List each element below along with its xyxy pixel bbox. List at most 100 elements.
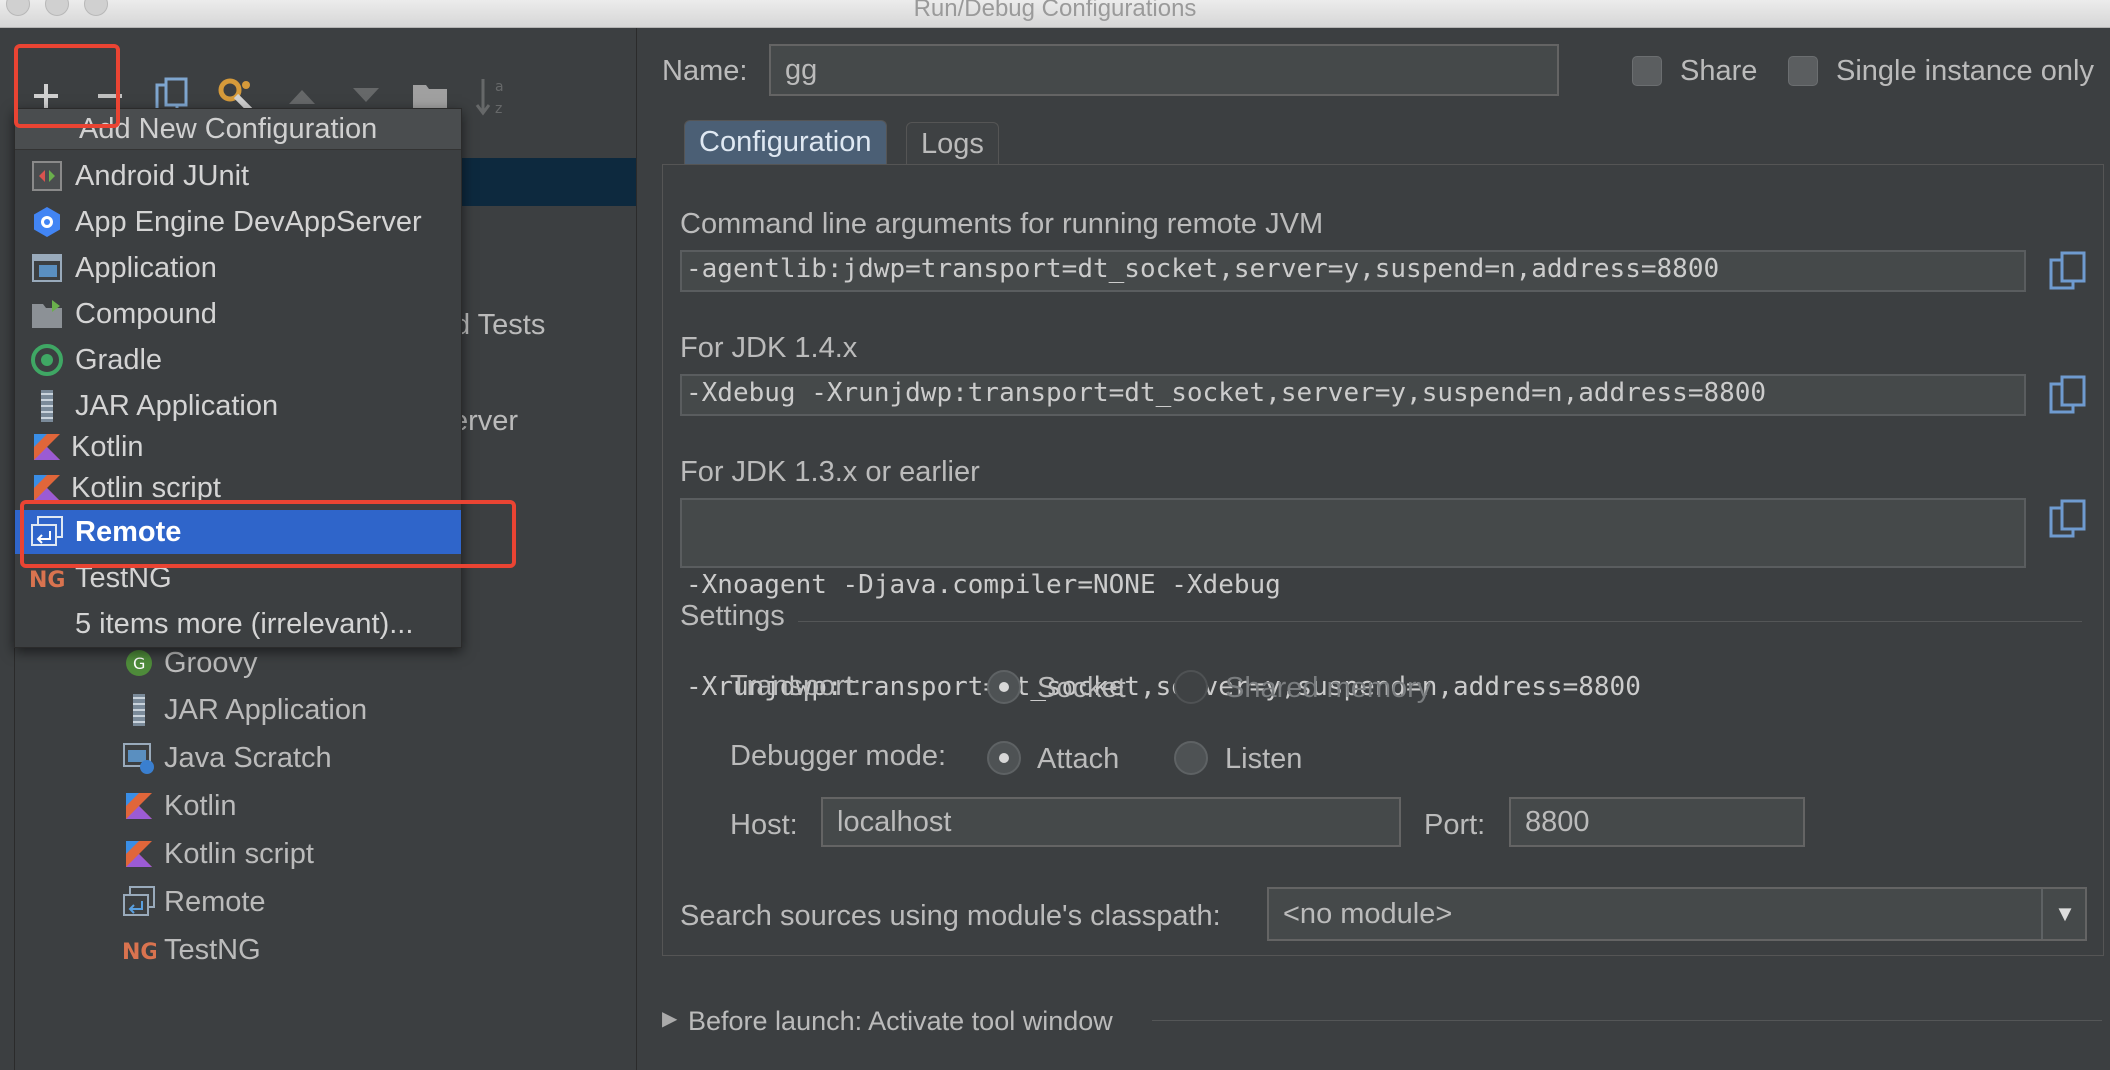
groovy-icon: G xyxy=(122,646,156,680)
transport-socket-label: Socket xyxy=(1037,672,1126,704)
arrow-up-icon xyxy=(289,90,315,104)
copy-icon xyxy=(2049,375,2086,414)
debugger-mode-listen-label: Listen xyxy=(1225,743,1303,775)
port-label: Port: xyxy=(1424,809,1486,841)
transport-label: Transport: xyxy=(730,670,862,702)
menu-item-jar-application[interactable]: JAR Application xyxy=(15,384,461,428)
tab-configuration[interactable]: Configuration xyxy=(684,120,887,164)
tree-partial-label: d Tests xyxy=(454,309,546,341)
single-instance-checkbox[interactable] xyxy=(1788,56,1818,86)
application-icon xyxy=(29,250,65,286)
before-launch-label[interactable]: Before launch: Activate tool window xyxy=(688,1006,1113,1036)
host-label: Host: xyxy=(730,809,798,841)
arrow-down-icon xyxy=(353,88,379,102)
tree-item-label: Java Scratch xyxy=(164,741,332,774)
cmd-args-field[interactable]: -agentlib:jdwp=transport=dt_socket,serve… xyxy=(680,250,2026,292)
triangle-down-icon[interactable]: ▼ xyxy=(2041,889,2087,939)
jdk14-field[interactable]: -Xdebug -Xrunjdwp:transport=dt_socket,se… xyxy=(680,374,2026,416)
move-down-button[interactable] xyxy=(344,74,388,118)
add-configuration-button[interactable] xyxy=(24,74,68,118)
menu-item-label: Android JUnit xyxy=(75,159,250,192)
jdk13-line-2: -Xrunjdwp:transport=dt_socket,server=y,s… xyxy=(686,672,1641,702)
settings-separator xyxy=(798,621,2082,622)
jdk13-line-1: -Xnoagent -Djava.compiler=NONE -Xdebug xyxy=(686,570,1281,600)
folder-icon xyxy=(413,85,447,110)
copy-icon xyxy=(2049,251,2086,290)
menu-item-application[interactable]: Application xyxy=(15,246,461,290)
plus-icon xyxy=(34,84,58,108)
tree-item-label: Remote xyxy=(164,885,266,918)
add-new-configuration-popup: Add New Configuration Android JUnit App … xyxy=(14,108,462,648)
jar-icon xyxy=(29,388,65,424)
spacer xyxy=(29,606,65,642)
copy-jdk13-button[interactable] xyxy=(2048,498,2088,540)
jdk13-field[interactable]: -Xnoagent -Djava.compiler=NONE -Xdebug -… xyxy=(680,498,2026,702)
menu-item-kotlin[interactable]: Kotlin xyxy=(15,425,461,469)
svg-text:NG: NG xyxy=(122,940,156,965)
app-engine-icon xyxy=(29,204,65,240)
window-title: Run/Debug Configurations xyxy=(913,0,1197,22)
triangle-right-icon[interactable]: ▶ xyxy=(662,1008,678,1030)
tree-partial-label: erver xyxy=(452,405,519,437)
highlight-add-button xyxy=(14,44,120,128)
host-field[interactable]: localhost xyxy=(821,797,1401,847)
copy-jdk14-button[interactable] xyxy=(2048,374,2088,416)
menu-item-android-junit[interactable]: Android JUnit xyxy=(15,154,461,198)
debugger-mode-label: Debugger mode: xyxy=(730,740,947,772)
port-field[interactable]: 8800 xyxy=(1509,797,1805,847)
tree-item-kotlin-script[interactable]: Kotlin script xyxy=(122,832,314,876)
java-scratch-icon xyxy=(122,741,156,775)
edit-defaults-button[interactable] xyxy=(214,74,258,118)
svg-text:z: z xyxy=(495,101,502,117)
move-up-button[interactable] xyxy=(280,74,324,118)
menu-item-label: JAR Application xyxy=(75,389,279,422)
menu-item-label: Remote xyxy=(75,515,182,548)
module-select-value: <no module> xyxy=(1283,897,1453,930)
menu-item-label: 5 items more (irrelevant)... xyxy=(75,607,414,640)
debugger-mode-attach-radio[interactable] xyxy=(987,741,1021,775)
module-classpath-label: Search sources using module's classpath: xyxy=(680,900,1221,932)
svg-text:G: G xyxy=(133,654,145,673)
kotlin-icon xyxy=(122,789,156,823)
copy-icon xyxy=(2049,499,2086,538)
menu-item-label: Compound xyxy=(75,297,217,330)
menu-item-gradle[interactable]: Gradle xyxy=(15,338,461,382)
svg-text:a: a xyxy=(495,79,504,95)
gradle-icon xyxy=(29,342,65,378)
debugger-mode-listen-radio[interactable] xyxy=(1174,741,1208,775)
menu-item-remote[interactable]: Remote xyxy=(15,510,461,554)
module-select[interactable]: <no module> xyxy=(1267,887,2087,941)
menu-item-compound[interactable]: Compound xyxy=(15,292,461,336)
compound-icon xyxy=(29,296,65,332)
transport-shared-memory-radio[interactable] xyxy=(1174,670,1208,704)
tab-logs[interactable]: Logs xyxy=(906,122,999,166)
share-label: Share xyxy=(1680,55,1758,87)
zoom-window-button[interactable] xyxy=(84,0,108,16)
window-titlebar: Run/Debug Configurations xyxy=(0,0,2110,28)
menu-item-label: Kotlin xyxy=(71,430,144,463)
tree-item-groovy[interactable]: G Groovy xyxy=(122,641,257,685)
highlight-remote-item xyxy=(20,500,516,568)
close-window-button[interactable] xyxy=(6,0,30,16)
menu-item-more[interactable]: 5 items more (irrelevant)... xyxy=(15,602,461,646)
minimize-window-button[interactable] xyxy=(45,0,69,16)
tree-item-java-scratch[interactable]: Java Scratch xyxy=(122,736,332,780)
remote-icon xyxy=(122,885,156,919)
copy-cmd-args-button[interactable] xyxy=(2048,250,2088,292)
create-folder-button[interactable] xyxy=(408,74,452,118)
debugger-mode-attach-label: Attach xyxy=(1037,743,1120,775)
tree-item-label: Groovy xyxy=(164,646,258,679)
tree-item-testng[interactable]: NG TestNG xyxy=(122,928,261,972)
menu-item-app-engine-devappserver[interactable]: App Engine DevAppServer xyxy=(15,200,461,244)
tree-item-jar-application[interactable]: JAR Application xyxy=(122,688,367,732)
transport-shared-memory-label: Shared memory xyxy=(1225,672,1432,704)
share-checkbox[interactable] xyxy=(1632,56,1662,86)
tree-item-remote[interactable]: Remote xyxy=(122,880,266,924)
name-field[interactable]: gg xyxy=(769,44,1559,96)
tree-item-kotlin[interactable]: Kotlin xyxy=(122,784,237,828)
menu-item-kotlin-script[interactable]: Kotlin script xyxy=(15,466,461,510)
kotlin-icon xyxy=(29,429,65,465)
single-instance-label: Single instance only xyxy=(1836,55,2094,87)
transport-socket-radio[interactable] xyxy=(987,670,1021,704)
